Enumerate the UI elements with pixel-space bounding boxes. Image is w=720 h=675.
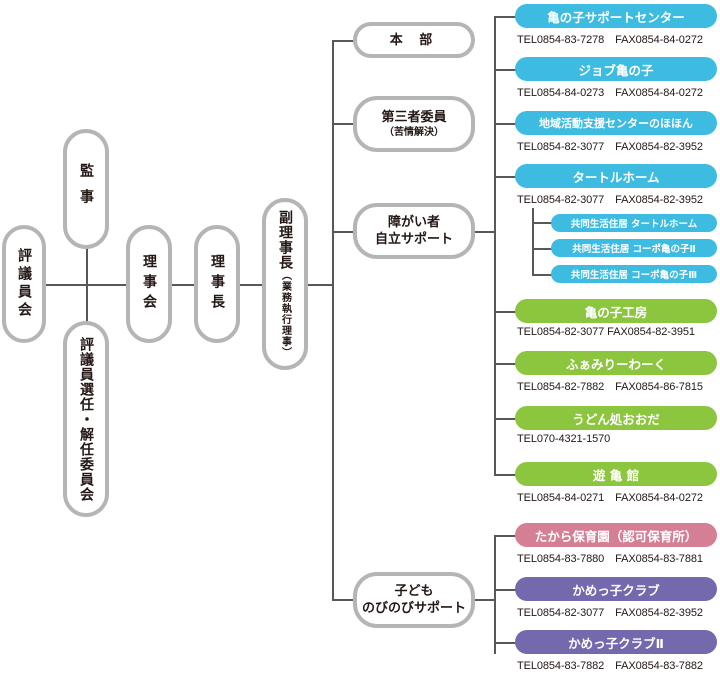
connector-line: [494, 16, 516, 18]
chairman-label: 理事長: [209, 254, 225, 314]
board-label: 理事会: [141, 254, 157, 314]
children-line1: 子ども: [394, 584, 434, 599]
chairman-node: 理事長: [194, 225, 240, 343]
headquarters-label: 本 部: [389, 32, 439, 48]
connector-line: [332, 599, 354, 601]
connector-line: [238, 284, 264, 286]
children-line2: のびのびサポート: [361, 601, 466, 616]
connector-line: [494, 16, 496, 475]
headquarters-node: 本 部: [353, 22, 475, 58]
facility-contact: TEL0854-82-3077 FAX0854-82-3951: [517, 326, 695, 338]
facility-turtle-home: タートルホーム: [515, 164, 717, 188]
auditor-node: 監事: [63, 129, 109, 249]
connector-line: [86, 247, 88, 323]
board-node: 理事会: [126, 225, 172, 343]
facility-yukikan: 遊 亀 館: [515, 462, 717, 486]
connector-line: [532, 222, 552, 224]
third-party-note: （苦情解決）: [384, 126, 444, 138]
children-support-node: 子ども のびのびサポート: [353, 572, 475, 628]
facility-nohohon: 地域活動支援センターのほほん: [515, 111, 717, 135]
disability-support-node: 障がい者 自立サポート: [353, 203, 475, 259]
facility-udon-oda: うどん処おおだ: [515, 406, 717, 430]
facility-contact: TEL0854-82-7882 FAX0854-86-7815: [517, 381, 703, 393]
connector-line: [494, 642, 516, 644]
facility-family-work: ふぁみりーわーく: [515, 351, 717, 375]
facility-kamenoko-support: 亀の子サポートセンター: [515, 4, 717, 28]
connector-line: [494, 363, 516, 365]
connector-line: [332, 123, 354, 125]
group-home-corpo-2: 共同生活住居 コーポ亀の子Ⅱ: [551, 239, 717, 257]
vice-chairman-note: （業務執行理事）: [279, 270, 291, 358]
connector-line: [494, 535, 516, 537]
connector-line: [332, 40, 354, 42]
facility-contact: TEL0854-83-7278 FAX0854-84-0272: [517, 34, 703, 46]
connector-line: [332, 231, 354, 233]
connector-line: [494, 418, 516, 420]
facility-contact: TEL0854-82-3077 FAX0854-82-3952: [517, 607, 703, 619]
connector-line: [494, 69, 516, 71]
facility-contact: TEL0854-82-3077 FAX0854-82-3952: [517, 141, 703, 153]
connector-line: [474, 231, 494, 233]
facility-kamekko-club-2: かめっ子クラブⅡ: [515, 630, 717, 654]
connector-line: [494, 176, 516, 178]
connector-line: [532, 248, 552, 250]
facility-contact: TEL0854-84-0271 FAX0854-84-0272: [517, 492, 703, 504]
selection-committee-node: 評議員選任・解任委員会: [63, 321, 109, 517]
connector-line: [494, 474, 516, 476]
disability-line2: 自立サポート: [374, 232, 453, 247]
connector-line: [532, 274, 552, 276]
connector-line: [494, 589, 516, 591]
council-node: 評議員会: [2, 225, 46, 343]
group-home-corpo-3: 共同生活住居 コーポ亀の子Ⅲ: [551, 265, 717, 283]
selection-committee-label: 評議員選任・解任委員会: [78, 336, 94, 502]
vice-chairman-label: 副理事長: [277, 210, 293, 270]
connector-line: [494, 535, 496, 654]
facility-contact: TEL070-4321-1570: [517, 433, 611, 445]
facility-takara-nursery: たから保育園（認可保育所）: [515, 523, 717, 547]
connector-line: [305, 284, 332, 286]
disability-line1: 障がい者: [387, 215, 440, 230]
facility-contact: TEL0854-83-7882 FAX0854-83-7882: [517, 660, 703, 672]
facility-kamekko-club: かめっ子クラブ: [515, 577, 717, 601]
connector-line: [532, 208, 534, 275]
facility-job-kamenoko: ジョブ亀の子: [515, 57, 717, 81]
connector-line: [332, 40, 334, 600]
facility-contact: TEL0854-82-3077 FAX0854-82-3952: [517, 194, 703, 206]
connector-line: [494, 311, 516, 313]
third-party-committee-node: 第三者委員 （苦情解決）: [353, 96, 475, 152]
group-home-turtle: 共同生活住居 タートルホーム: [551, 214, 717, 232]
third-party-label: 第三者委員: [381, 109, 447, 125]
connector-line: [170, 284, 196, 286]
connector-line: [474, 599, 494, 601]
facility-contact: TEL0854-83-7880 FAX0854-83-7881: [517, 553, 703, 565]
facility-contact: TEL0854-84-0273 FAX0854-84-0272: [517, 87, 703, 99]
connector-line: [494, 123, 516, 125]
vice-chairman-node: 副理事長（業務執行理事）: [262, 198, 308, 370]
facility-kamenoko-kobo: 亀の子工房: [515, 299, 717, 323]
council-label: 評議員会: [16, 248, 32, 320]
auditor-label: 監事: [78, 163, 94, 215]
